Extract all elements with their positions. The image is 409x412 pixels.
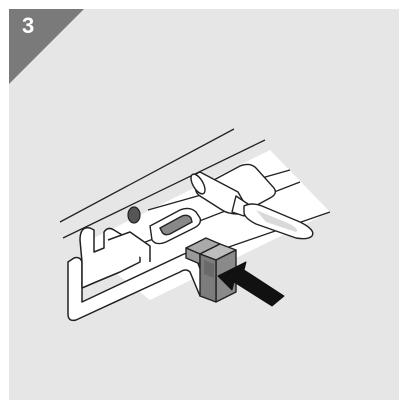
rail-peg xyxy=(127,206,141,224)
step-number: 3 xyxy=(22,13,35,38)
step-badge-triangle xyxy=(9,9,84,84)
push-arrow-icon xyxy=(217,261,285,307)
rail-back-lines xyxy=(59,128,266,239)
flat-screwdriver-icon xyxy=(190,171,314,240)
rail-slots xyxy=(149,163,277,245)
step-badge xyxy=(9,9,84,84)
rail-front-profile xyxy=(67,227,209,322)
